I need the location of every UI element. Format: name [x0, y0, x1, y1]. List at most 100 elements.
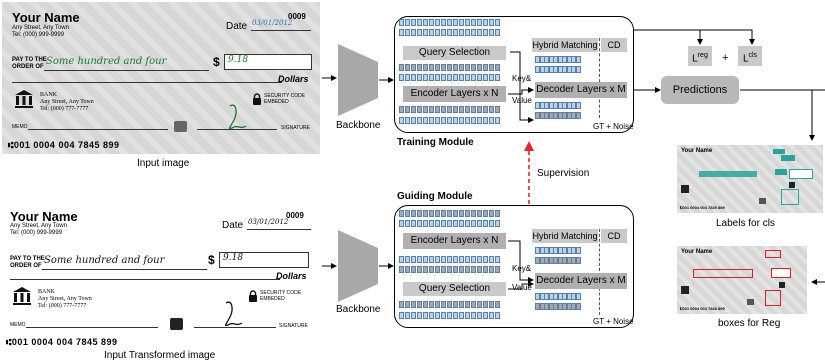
feature-token	[399, 312, 404, 319]
amount-box: 9.18	[224, 54, 312, 70]
feature-token	[441, 256, 446, 263]
check-number: 0009	[288, 12, 306, 21]
feature-token	[495, 312, 500, 319]
feature-token	[441, 106, 446, 113]
feature-token	[429, 64, 434, 71]
feature-token	[489, 74, 494, 81]
bank-address: Any Street, Any Town	[38, 296, 92, 302]
feature-token	[417, 74, 422, 81]
encoder-block: Encoder Layers x N	[403, 86, 506, 102]
feature-token	[417, 312, 422, 319]
feature-token	[447, 29, 452, 36]
feature-token	[575, 66, 581, 73]
feature-token	[489, 256, 494, 263]
security-code-2: EMBEDED	[260, 296, 285, 302]
feature-token	[459, 210, 464, 217]
feature-token	[447, 312, 452, 319]
feature-token	[465, 117, 470, 124]
feature-token	[495, 220, 500, 227]
feature-token	[435, 19, 440, 26]
bank-icon	[14, 89, 34, 114]
guiding-module-title: Guiding Module	[397, 191, 473, 202]
guiding-module-panel	[394, 205, 634, 328]
mini-micr: ⑆001 0004 004 7845 899	[680, 306, 725, 311]
memo-label: MEMO	[12, 124, 28, 130]
predictions-block: Predictions	[661, 76, 739, 104]
loss-plus: +	[722, 52, 729, 64]
feature-token	[405, 117, 410, 124]
training-module-title: Training Module	[397, 137, 474, 148]
lock-icon	[252, 92, 262, 110]
feature-token	[435, 256, 440, 263]
feature-token	[483, 220, 488, 227]
feature-token	[471, 210, 476, 217]
feature-token	[483, 19, 488, 26]
feature-token	[405, 312, 410, 319]
lock-icon	[248, 289, 258, 307]
labels-cls-thumbnail: Your Name ⑆001 0004 004 7845 899	[677, 145, 823, 213]
check-number: 0009	[286, 211, 304, 220]
feature-token	[399, 220, 404, 227]
feature-token	[483, 256, 488, 263]
feature-token	[441, 210, 446, 217]
check-address: Any Street, Any Town	[12, 25, 69, 31]
feature-token	[399, 210, 404, 217]
feature-token	[405, 301, 410, 308]
feature-token	[405, 266, 410, 273]
feature-token	[471, 64, 476, 71]
payee-handwriting: Some hundred and four	[44, 255, 165, 266]
mini-micr: ⑆001 0004 004 7845 899	[680, 205, 725, 210]
feature-token	[447, 106, 452, 113]
backbone-bottom-shape	[338, 230, 378, 302]
query-selection-block: Query Selection	[403, 282, 506, 296]
feature-token	[447, 301, 452, 308]
feature-token	[399, 74, 404, 81]
currency-sign: $	[208, 253, 215, 267]
loss-cls-box: Lcls	[738, 46, 762, 66]
feature-token	[489, 106, 494, 113]
currency-sign: $	[213, 55, 220, 69]
feature-token	[423, 256, 428, 263]
feature-token	[495, 29, 500, 36]
signature-mark	[222, 102, 252, 139]
feature-token	[411, 256, 416, 263]
feature-token	[411, 266, 416, 273]
feature-token	[453, 210, 458, 217]
feature-token	[417, 29, 422, 36]
feature-token	[423, 64, 428, 71]
feature-token	[459, 117, 464, 124]
key-label: Key&	[512, 74, 532, 83]
feature-token	[459, 312, 464, 319]
cd-block: CD	[601, 229, 627, 243]
chip-icon	[170, 318, 183, 330]
feature-token	[483, 266, 488, 273]
feature-token	[477, 301, 482, 308]
security-code-1: SECURITY CODE	[260, 290, 302, 296]
hybrid-matching-block: Hybrid Matching	[532, 38, 598, 52]
feature-token	[465, 210, 470, 217]
feature-token	[575, 112, 581, 119]
pay-label-2: ORDER OF	[10, 263, 42, 269]
feature-token	[447, 19, 452, 26]
feature-token	[453, 312, 458, 319]
check-date-value: 03/01/2012	[248, 218, 289, 226]
feature-token	[447, 117, 452, 124]
feature-token	[447, 74, 452, 81]
amount-value: 9.18	[223, 253, 244, 263]
feature-token	[423, 106, 428, 113]
feature-token	[465, 64, 470, 71]
feature-token	[405, 256, 410, 263]
feature-token	[441, 29, 446, 36]
feature-token	[417, 64, 422, 71]
feature-token	[459, 266, 464, 273]
feature-token	[477, 29, 482, 36]
feature-token	[429, 74, 434, 81]
backbone-top-label: Backbone	[336, 120, 381, 131]
feature-token	[435, 64, 440, 71]
feature-token	[453, 106, 458, 113]
feature-token	[447, 64, 452, 71]
feature-token	[441, 64, 446, 71]
feature-token	[435, 266, 440, 273]
feature-token	[417, 256, 422, 263]
feature-token	[489, 220, 494, 227]
